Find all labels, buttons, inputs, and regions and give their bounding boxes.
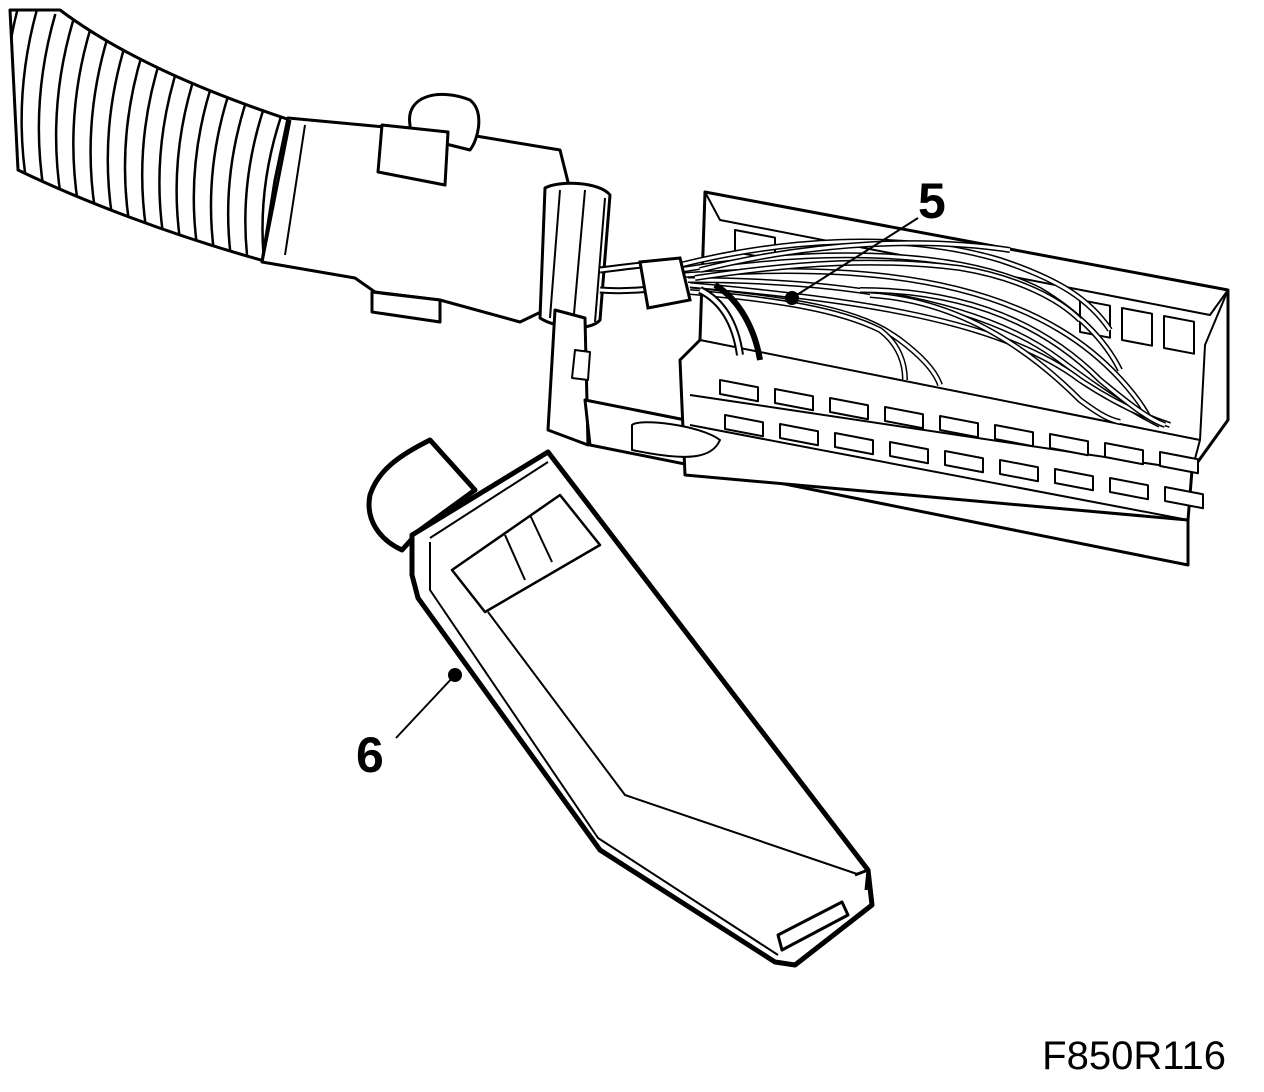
wire-highlight [870, 295, 1120, 422]
connector-cell [780, 424, 818, 445]
hose-rib [22, 7, 38, 186]
hose-rib [56, 21, 73, 198]
connector-cell [1110, 478, 1148, 499]
callout-label-6: 6 [356, 727, 384, 783]
hose-rib [194, 77, 215, 246]
hose-rib [177, 70, 197, 240]
hose-rib [159, 63, 179, 234]
connector-cell [940, 416, 978, 437]
grommet-sleeve [262, 94, 610, 327]
wire-bundle [600, 241, 1170, 425]
connector-housing [548, 192, 1228, 565]
connector-cell [720, 380, 758, 401]
corrugated-hose [4, 0, 290, 270]
hose-rib [125, 49, 144, 222]
connector-cell [995, 425, 1033, 446]
connector-cell [1055, 469, 1093, 490]
hose-rib [108, 42, 126, 216]
connector-cell [1105, 443, 1143, 464]
callout-6-dot [449, 669, 461, 681]
wire-highlight [685, 271, 1150, 420]
wire-highlight [860, 290, 1165, 425]
hose-rib [4, 0, 20, 180]
connector-cell [1050, 434, 1088, 455]
connector-cell [830, 398, 868, 419]
connector-cell [1122, 308, 1152, 346]
wire-highlight [700, 243, 1010, 270]
connector-cell [885, 407, 923, 428]
wire-highlight [690, 285, 1170, 425]
hose-rib [142, 56, 161, 228]
wire-highlight [695, 263, 1080, 320]
hose-rib [73, 28, 90, 204]
connector-cell [775, 389, 813, 410]
hose-rib [211, 84, 232, 252]
connector-cell [725, 415, 763, 436]
connector-cell [1164, 316, 1194, 354]
hose-rib [39, 14, 55, 192]
connector-cell [890, 442, 928, 463]
callout-5-dot [786, 292, 798, 304]
connector-cover [369, 440, 872, 965]
hose-rib [228, 91, 250, 258]
hose-rib [245, 98, 267, 264]
connector-cell [945, 451, 983, 472]
connector-cell [835, 433, 873, 454]
wire-highlight [690, 292, 905, 380]
leader-lines [396, 218, 918, 738]
hose-rib [91, 35, 109, 210]
connector-cell [1000, 460, 1038, 481]
connector-cell [1160, 452, 1198, 473]
callout-label-5: 5 [918, 173, 946, 229]
wire-highlight [680, 241, 1110, 330]
connector-cell [1165, 487, 1203, 508]
figure-code: F850R116 [1042, 1034, 1226, 1078]
